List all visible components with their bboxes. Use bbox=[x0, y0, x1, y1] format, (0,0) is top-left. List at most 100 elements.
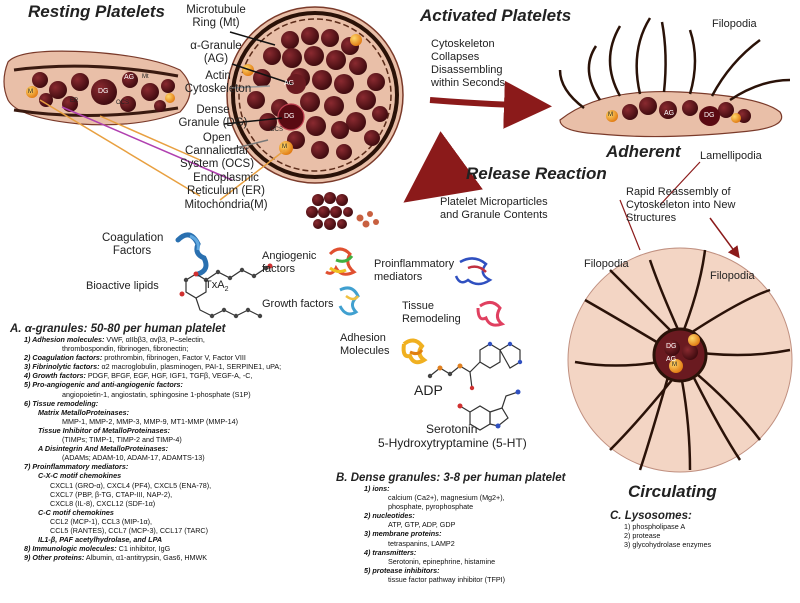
section_a-line: 2) Coagulation factors: prothrombin, fib… bbox=[10, 353, 340, 362]
section_a-line-text: PDGF, BFGF, EGF, HGF, IGF1, TGFβ, VEGF-A… bbox=[85, 371, 253, 381]
section_a-line-text: MMP-1, MMP-2, MMP-3, MMP-9, MT1-MMP (MMP… bbox=[62, 416, 238, 426]
label-actin-cytoskeleton: Actin Cytoskeleton bbox=[184, 70, 252, 95]
leader-lines bbox=[39, 31, 293, 201]
proinflammatory-ribbon bbox=[454, 257, 493, 286]
label-microtubule-ring: Microtubule Ring (Mt) bbox=[186, 4, 246, 29]
section_a-line: C-C motif chemokines bbox=[10, 508, 340, 517]
section_a-line-heading: 5) Pro-angiogenic and anti-angiogenic fa… bbox=[24, 380, 183, 390]
mark-mt-side: Mt bbox=[142, 74, 149, 80]
section_a-line-text: (ADAMs; ADAM-10, ADAM-17, ADAMTS-13) bbox=[62, 453, 205, 463]
section_b-line: calcium (Ca2+), magnesium (Mg2+), bbox=[336, 493, 596, 502]
label-filopodia-left: Filopodia bbox=[584, 258, 629, 270]
activation-arrow bbox=[429, 80, 552, 129]
granule-contents bbox=[356, 211, 379, 228]
section_c-line-text: 1) phospholipase A bbox=[624, 522, 686, 531]
section_c-line-text: 3) glycohydrolase enzymes bbox=[624, 540, 712, 550]
section_a-line-text: CCL5 (RANTES), CCL7 (MCP-3), CCL17 (TARC… bbox=[50, 525, 209, 535]
label-filopodia-right: Filopodia bbox=[710, 270, 755, 282]
section_b-line-heading: 3) membrane proteins: bbox=[364, 529, 442, 539]
label-endoplasmic-reticulum: Endoplasmic Reticulum (ER) bbox=[187, 172, 265, 197]
section_a-line-heading: 1) Adhesion molecules: bbox=[24, 335, 105, 344]
mark-m-side: M bbox=[28, 89, 33, 95]
label-coagulation-factors: Coagulation Factors bbox=[102, 232, 164, 257]
mark-ag-circulating: AG bbox=[666, 356, 677, 363]
section_a-line-heading: 6) Tissue remodeling: bbox=[24, 398, 99, 408]
resting-platelet-round bbox=[226, 6, 404, 184]
section_a-line: IL1-β, PAF acetylhydrolase, and LPA bbox=[10, 535, 340, 544]
section_a-line: 8) Immunologic molecules: C1 inhibitor, … bbox=[10, 544, 340, 553]
section_a-line-text: (TIMPs; TIMP-1, TIMP-2 and TIMP-4) bbox=[62, 435, 182, 445]
section_c-line: 3) glycohydrolase enzymes bbox=[610, 540, 780, 549]
section_a-line-text: CCL2 (MCP-1), CCL3 (MIP-1α), bbox=[50, 516, 152, 526]
section_a-line-text: VWF, αIIbβ3, αvβ3, P–selectin, bbox=[104, 335, 205, 344]
section_a-line: CXCL7 (PBP, β-TG, CTAP-III, NAP-2), bbox=[10, 490, 340, 499]
section_a-line-text: angiopoietin-1, angiostatin, sphingosine… bbox=[62, 389, 251, 399]
growth-factor-ribbon bbox=[338, 286, 360, 316]
section_a-line: 9) Other proteins: Albumin, α1-antitryps… bbox=[10, 553, 340, 562]
section_a-line-heading: C-X-C motif chemokines bbox=[38, 471, 122, 481]
section_a-line-heading: C-C motif chemokines bbox=[38, 507, 114, 517]
mark-dg-round: DG bbox=[284, 113, 295, 120]
section_a-line-text: prothrombin, fibrinogen, Factor V, Facto… bbox=[102, 353, 246, 363]
txa2-text: TxA bbox=[205, 279, 225, 291]
coagulation-factor-molecule bbox=[175, 232, 209, 277]
mark-m-adherent: M bbox=[608, 112, 613, 118]
section_b-line: Serotonin, epinephrine, histamine bbox=[336, 557, 596, 566]
reassembly-arrow-1 bbox=[619, 199, 641, 251]
label-adp: ADP bbox=[414, 382, 443, 398]
mark-ag-side: AG bbox=[124, 74, 135, 81]
section_a-line-heading: 7) Proinflammatory mediators: bbox=[24, 462, 129, 472]
label-dense-granule: Dense Granule (DG) bbox=[178, 104, 248, 129]
mark-ocs-side: OCS bbox=[116, 100, 130, 106]
section_b-line: 1) ions: bbox=[336, 484, 596, 493]
txa2-subscript: 2 bbox=[224, 286, 229, 294]
section_a-line: 1) Adhesion molecules: VWF, αIIbβ3, αvβ3… bbox=[10, 335, 340, 344]
lamellipodia-line bbox=[659, 161, 701, 206]
label-tissue-remodeling: Tissue Remodeling bbox=[402, 300, 461, 325]
section_a-line-heading: 8) Immunologic molecules: bbox=[24, 544, 117, 554]
section_a-line-text: CXCL8 (IL-8), CXCL12 (SDF-1α) bbox=[50, 498, 156, 508]
heading-adherent: Adherent bbox=[606, 142, 681, 161]
reassembly-arrow-2 bbox=[709, 217, 740, 259]
microparticles bbox=[306, 192, 353, 230]
section_a-line: Matrix MetalloProteinases: bbox=[10, 408, 340, 417]
label-bioactive-lipids: Bioactive lipids bbox=[86, 280, 159, 292]
release-arrow bbox=[403, 131, 483, 203]
label-alpha-granule: α-Granule (AG) bbox=[190, 40, 242, 65]
txa2-structure bbox=[179, 263, 273, 319]
section_b-line: 4) transmitters: bbox=[336, 548, 596, 557]
section-a-title: A. α-granules: 50-80 per human platelet bbox=[10, 323, 226, 335]
label-ocs: Open Cannalicular System (OCS) bbox=[179, 132, 255, 170]
section_a-line-text: CXCL7 (PBP, β-TG, CTAP-III, NAP-2), bbox=[50, 489, 173, 499]
section_a-line: CXCL1 (GRO-α), CXCL4 (PF4), CXCL5 (ENA-7… bbox=[10, 481, 340, 490]
section_a-line: (TIMPs; TIMP-1, TIMP-2 and TIMP-4) bbox=[10, 435, 340, 444]
section_b-line: tissue factor pathway inhibitor (TFPI) bbox=[336, 575, 596, 584]
adp-structure bbox=[427, 341, 523, 391]
section_a-line: CCL2 (MCP-1), CCL3 (MIP-1α), bbox=[10, 517, 340, 526]
section_b-line: 2) nucleotides: bbox=[336, 511, 596, 520]
section-a: A. α-granules: 50-80 per human platelet … bbox=[10, 323, 340, 562]
section_a-line-heading: 3) Fibrinolytic factors: bbox=[24, 362, 100, 372]
section_a-line-heading: 2) Coagulation factors: bbox=[24, 353, 103, 363]
section_a-line: (ADAMs; ADAM-10, ADAM-17, ADAMTS-13) bbox=[10, 453, 340, 462]
heading-circulating: Circulating bbox=[628, 482, 717, 501]
section_a-line-text: CXCL1 (GRO-α), CXCL4 (PF4), CXCL5 (ENA-7… bbox=[50, 480, 212, 490]
section-b-list: 1) ions:calcium (Ca2+), magnesium (Mg2+)… bbox=[336, 484, 596, 584]
mark-m-round: M bbox=[282, 144, 287, 150]
label-5-ht: 5-Hydroxytryptamine (5-HT) bbox=[378, 436, 527, 450]
section_a-line: MMP-1, MMP-2, MMP-3, MMP-9, MT1-MMP (MMP… bbox=[10, 417, 340, 426]
label-adhesion-molecules: Adhesion Molecules bbox=[340, 332, 390, 357]
text-cytoskeleton-collapses: Cytoskeleton Collapses Disassembling wit… bbox=[431, 38, 505, 89]
label-proinflammatory-mediators: Proinflammatory mediators bbox=[374, 258, 455, 283]
section_b-line-text: calcium (Ca2+), magnesium (Mg2+), bbox=[388, 493, 505, 503]
section_a-line: 3) Fibrinolytic factors: α2 macroglobuli… bbox=[10, 362, 340, 371]
section_a-line: CXCL8 (IL-8), CXCL12 (SDF-1α) bbox=[10, 499, 340, 508]
mark-ocs-round: OCS bbox=[270, 127, 284, 133]
section_b-line-heading: 2) nucleotides: bbox=[364, 511, 415, 521]
section_a-line-heading: 4) Growth factors: bbox=[24, 371, 86, 381]
angiogenic-ribbon bbox=[325, 247, 357, 276]
resting-platelet-side bbox=[3, 50, 191, 126]
